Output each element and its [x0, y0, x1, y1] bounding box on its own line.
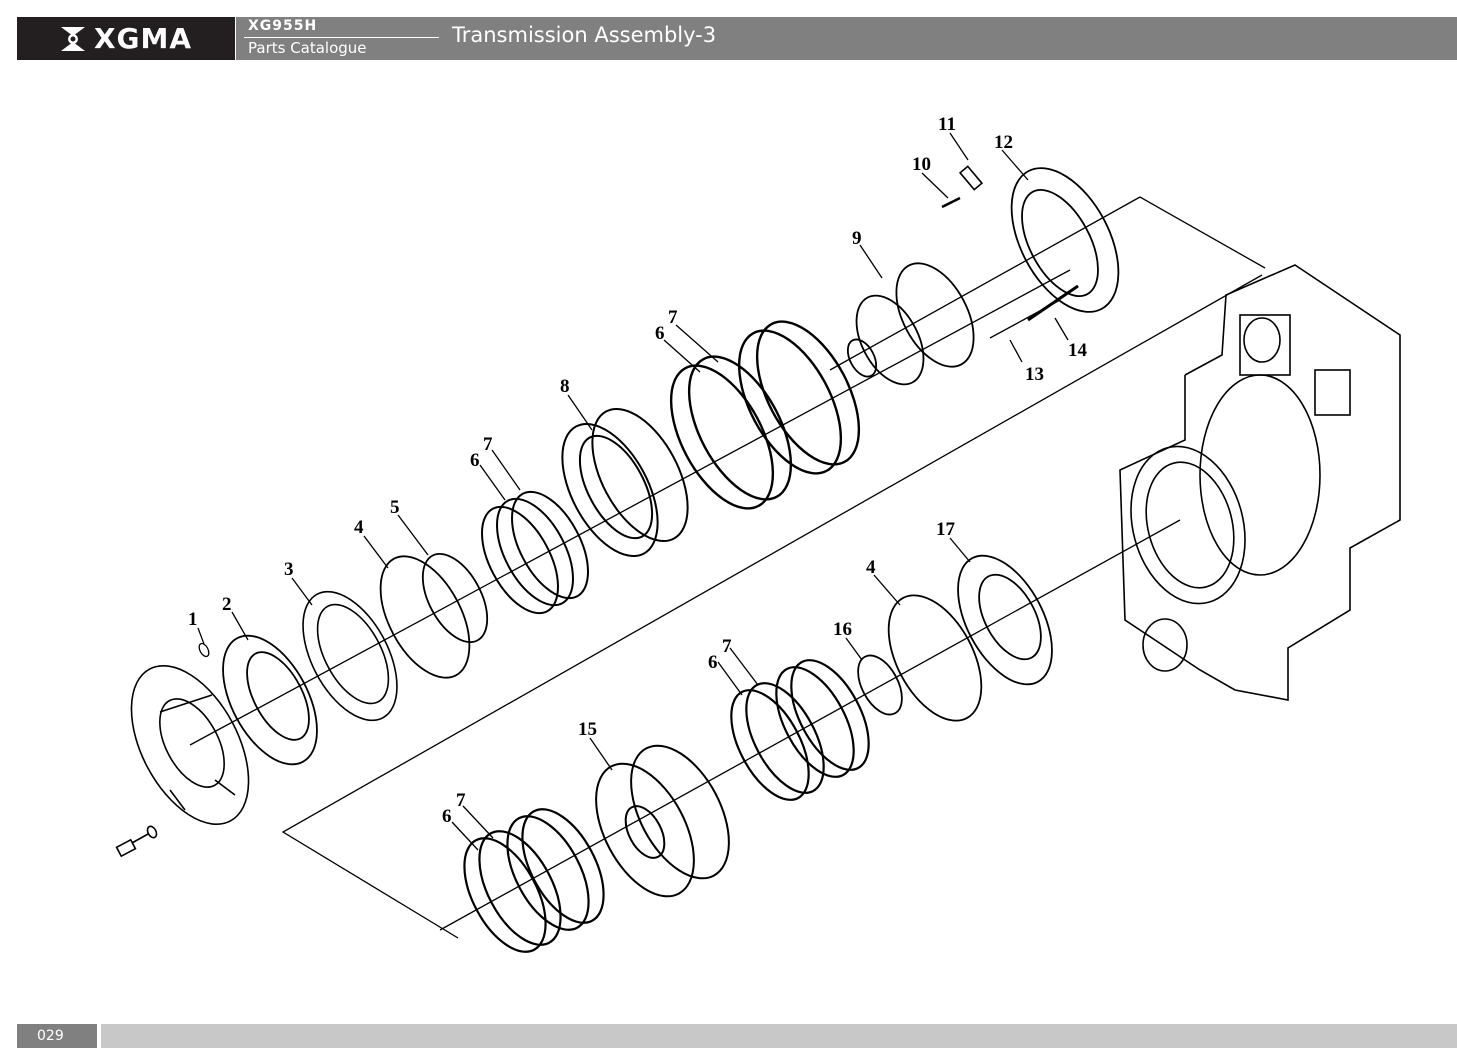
callout-7: 7: [722, 636, 732, 657]
callout-7: 7: [456, 790, 466, 811]
callout-7: 7: [668, 307, 678, 328]
page-title: Transmission Assembly-3: [452, 23, 717, 47]
callout-3: 3: [284, 559, 294, 580]
page-header: XGMA XG955H Parts Catalogue Transmission…: [17, 17, 1457, 60]
model-block: XG955H Parts Catalogue: [235, 17, 441, 60]
footer-bar: [101, 1024, 1457, 1048]
callout-10: 10: [912, 154, 931, 175]
callout-17: 17: [936, 519, 956, 540]
callout-7: 7: [483, 434, 493, 455]
callout-12: 12: [994, 132, 1013, 153]
callout-6: 6: [470, 450, 480, 471]
model-code: XG955H: [248, 18, 318, 34]
callout-16: 16: [833, 619, 852, 640]
callout-4: 4: [354, 517, 364, 538]
callout-15: 15: [578, 719, 597, 740]
callout-6: 6: [708, 652, 718, 673]
callout-11: 11: [938, 114, 956, 135]
brand-name: XGMA: [93, 22, 193, 55]
callout-2: 2: [222, 594, 232, 615]
callout-4: 4: [866, 557, 876, 578]
xgma-logo-icon: [60, 26, 85, 51]
callout-6: 6: [442, 806, 452, 827]
bolt: [115, 825, 158, 858]
callout-1: 1: [188, 609, 198, 630]
callout-5: 5: [390, 497, 400, 518]
callout-13: 13: [1025, 364, 1044, 385]
callout-6: 6: [655, 323, 665, 344]
model-divider: [244, 37, 439, 38]
callout-8: 8: [560, 376, 570, 397]
transmission-housing: [1119, 264, 1401, 701]
callout-9: 9: [852, 228, 862, 249]
page-number: 029: [17, 1024, 97, 1048]
callout-14: 14: [1068, 340, 1088, 361]
catalog-label: Parts Catalogue: [248, 39, 367, 57]
brand-logo: XGMA: [17, 17, 235, 60]
cover-plate: [130, 664, 250, 826]
